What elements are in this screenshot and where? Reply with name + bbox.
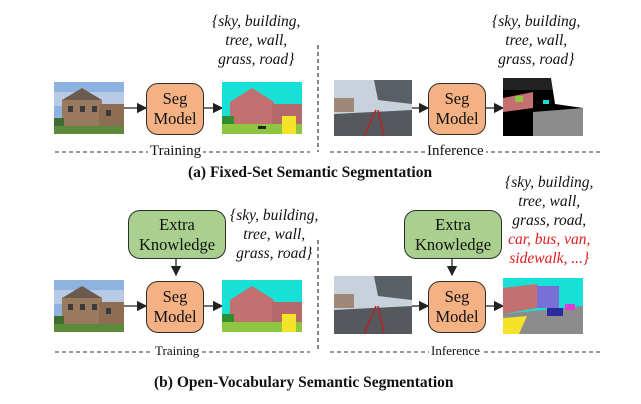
street-photo-b	[334, 276, 412, 334]
inference-label-b: Inference	[429, 343, 483, 359]
inference-label-a: Inference	[425, 143, 486, 160]
segmentation-map-infer-b	[503, 278, 583, 334]
infer-class-list-a: {sky, building, tree, wall, grass, road}	[492, 13, 581, 68]
caption-b: (b) Open-Vocabulary Semantic Segmentatio…	[154, 374, 454, 391]
caption-a: (a) Fixed-Set Semantic Segmentation	[188, 164, 433, 181]
novel-classes-line-1: car, bus, van,	[508, 231, 591, 248]
street-photo-a	[334, 80, 412, 136]
seg-model-infer-b: Seg Model	[428, 281, 486, 333]
extra-knowledge-infer: Extra Knowledge	[404, 210, 502, 259]
infer-class-list-b: {sky, building, tree, wall, grass, road,…	[505, 174, 594, 267]
novel-classes-line-2: sidewalk, ...}	[509, 250, 590, 267]
train-class-list-b: {sky, building, tree, wall, grass, road}	[230, 207, 319, 262]
extra-knowledge-train: Extra Knowledge	[128, 210, 226, 259]
seg-model-train-b: Seg Model	[146, 281, 204, 333]
house-photo-a	[54, 82, 124, 134]
segmentation-map-train-a	[222, 82, 302, 134]
segmentation-map-train-b	[222, 280, 302, 332]
train-class-list-a: {sky, building, tree, wall, grass, road}	[212, 13, 301, 68]
house-photo-b	[54, 280, 124, 332]
seg-model-train-a: Seg Model	[146, 83, 204, 135]
training-label-a: Training	[148, 143, 204, 160]
training-label-b: Training	[153, 343, 202, 359]
seg-model-infer-a: Seg Model	[428, 83, 486, 135]
segmentation-map-infer-a	[503, 78, 583, 136]
